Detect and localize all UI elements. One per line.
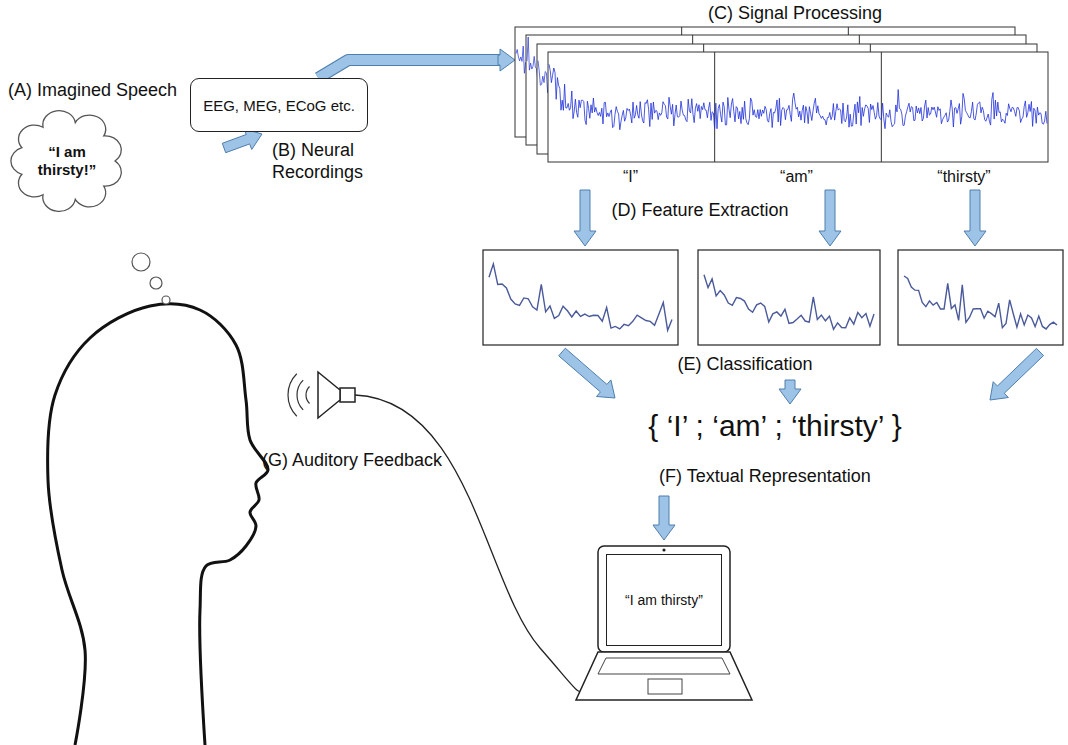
sound-wave [288,374,297,416]
signal-window [548,52,1048,162]
stage-label: (C) Signal Processing [708,3,882,25]
illustration [48,129,1063,745]
node-text: “I am thirsty!” [26,143,108,179]
thought-bubble [162,296,170,304]
laptop-trackpad [648,679,682,694]
node-text: “I” [623,168,638,186]
flow-arrow [779,380,801,404]
flow-arrow [653,496,675,540]
connectors [318,49,515,78]
stage-label: (F) Textual Representation [659,466,871,488]
flow-arrow [574,190,596,246]
laptop-screen: “I am thirsty” [606,554,722,646]
class-output: { ‘I’ ; ‘am’ ; ‘thirsty’ } [648,408,901,444]
laptop-keyboard [598,658,730,674]
signal-panel: “I” “am” “thirsty” [515,27,1050,195]
stage-label: (D) Feature Extraction [611,200,788,222]
flow-arrows [222,129,1043,540]
flow-arrow [819,190,841,246]
sound-wave [306,387,310,404]
stage-label: (G) Auditory Feedback [262,450,442,472]
node-text: “thirsty” [937,168,990,186]
laptop-base [576,652,752,700]
laptop-camera [662,548,665,551]
feature-curve [704,275,874,330]
flow-arrow [559,348,615,398]
node-text: “I am thirsty” [625,592,703,608]
recording-box: EEG, MEG, ECoG etc. [190,78,368,132]
cloud-shape [11,111,121,212]
connector-body [318,60,500,78]
feature-panel [483,250,678,345]
stage-label: (B) Neural Recordings [272,140,382,183]
head-silhouette [48,304,269,745]
thought-cloud: “I am thirsty!” [5,108,129,214]
feature-curve [489,264,672,330]
speaker-cable [355,395,598,692]
thought-bubble [132,253,150,271]
arrow-head [498,49,515,71]
node-text: “am” [780,168,813,186]
flow-arrow [222,129,262,153]
flow-connector [318,49,515,78]
sound-wave [297,380,303,410]
feature-panel [698,250,880,345]
connector-outline [318,60,500,78]
thought-bubble [150,277,162,289]
feature-panel [898,250,1063,345]
flow-arrow [990,348,1044,400]
speaker-body [340,388,355,402]
stage-label: (A) Imagined Speech [8,80,177,102]
stage-label: (E) Classification [677,354,812,376]
feature-curve [904,276,1057,329]
eeg-trace [549,64,1047,129]
node-text: EEG, MEG, ECoG etc. [203,97,355,114]
flow-arrow [964,190,986,246]
laptop-lid [598,546,730,652]
speaker-cone [318,372,340,418]
